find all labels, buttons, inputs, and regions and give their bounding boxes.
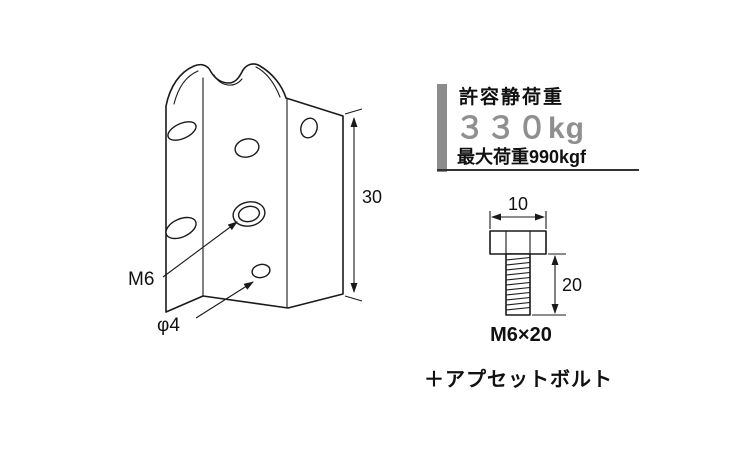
- phi4-label: φ4: [157, 315, 180, 336]
- hole-web-top: [234, 138, 260, 158]
- hole-right-plate: [300, 117, 318, 139]
- bolt-drawing: 10 20 M6×20: [489, 194, 582, 346]
- load-capacity-title: 許容静荷重: [459, 87, 565, 108]
- bolt-size-label: M6×20: [490, 324, 552, 346]
- hole-m6-inner: [237, 205, 261, 223]
- bracket-drawing: 30 M6 φ4: [128, 63, 382, 336]
- dim-30-extension-bottom: [344, 295, 363, 302]
- shank-length-dim-label: 20: [562, 275, 582, 295]
- bolt-note-text: ＋アプセットボルト: [424, 369, 613, 391]
- hole-phi4: [251, 263, 271, 279]
- bolt-threads: [505, 256, 531, 311]
- phi4-leader-line: [195, 281, 254, 319]
- hole-left-plate-top: [167, 121, 197, 141]
- load-capacity-value: ３３０kg: [455, 112, 586, 145]
- m6-callout: M6: [128, 221, 238, 290]
- load-capacity-bar: [437, 84, 447, 172]
- dimension-height-30: 30: [344, 108, 382, 302]
- phi4-callout: φ4: [157, 281, 254, 336]
- bolt-head: [489, 230, 547, 255]
- dim-30-extension-top: [344, 108, 363, 115]
- height-dim-label: 30: [362, 187, 382, 207]
- dimension-shank-length-20: 20: [532, 253, 582, 316]
- max-load-underline: [437, 169, 639, 171]
- bracket-top-inner-rim-left: [173, 70, 199, 105]
- max-load-text: 最大荷重990kgf: [457, 147, 587, 167]
- dimension-head-width-10: 10: [489, 194, 547, 229]
- head-width-dim-label: 10: [508, 194, 528, 214]
- m6-label: M6: [128, 269, 154, 290]
- bracket-outline: [165, 63, 344, 313]
- hole-left-plate-bottom: [165, 216, 197, 240]
- bracket-top-inner-rim-right: [255, 66, 281, 98]
- bracket-top-saddle-rim: [213, 74, 243, 86]
- m6-leader-line: [162, 221, 238, 278]
